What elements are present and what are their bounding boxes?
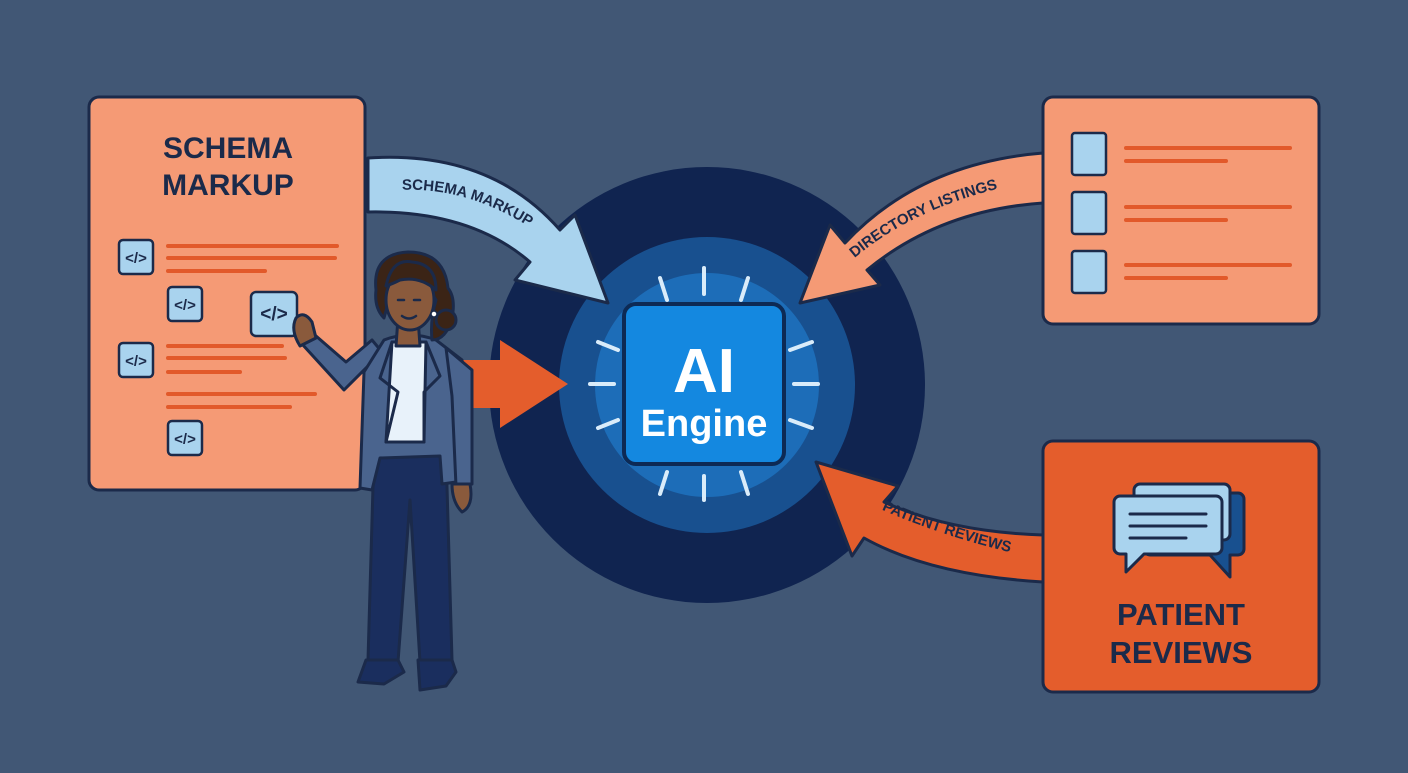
listing-lines: [1124, 146, 1292, 280]
patient-reviews-panel: PATIENT REVIEWS: [1041, 439, 1321, 694]
engine-label-line2: Engine: [641, 403, 768, 445]
engine-label-line1: AI: [673, 337, 735, 406]
listing-checkbox: [1070, 190, 1108, 236]
code-glyph: </>: [125, 353, 147, 370]
speech-bubbles-icon: [1112, 482, 1246, 579]
code-icon: </>: [166, 419, 204, 457]
code-icon: </>: [249, 290, 299, 338]
ray: [658, 470, 669, 496]
code-glyph: </>: [174, 431, 196, 448]
presenter-hand-down: [450, 482, 473, 514]
directory-listings-panel: [1041, 95, 1321, 326]
ray: [788, 418, 814, 430]
presenter-hand: [292, 313, 318, 348]
ray: [596, 340, 620, 352]
ray: [658, 276, 669, 302]
code-glyph: </>: [260, 304, 287, 325]
patient-reviews-arrow: PATIENT REVIEWS: [814, 460, 1045, 584]
presenter-shoe-right: [416, 658, 458, 692]
schema-markup-panel: SCHEMA MARKUP </> </> </> </>: [87, 95, 367, 492]
presenter-arrow: [462, 340, 568, 428]
code-icon: </>: [166, 285, 204, 323]
schema-panel-title-line1: SCHEMA: [163, 132, 293, 165]
ray: [739, 470, 750, 496]
schema-text-lines: [166, 244, 339, 409]
presenter-shoe-left: [356, 658, 406, 686]
presenter-figure: [292, 250, 474, 692]
code-glyph: </>: [174, 297, 196, 314]
schema-panel-title-line2: MARKUP: [162, 169, 294, 202]
code-icon: </>: [117, 238, 155, 276]
ai-engine-chip: AI Engine: [622, 302, 786, 466]
code-icon: </>: [117, 341, 155, 379]
engine-rays: [588, 266, 820, 502]
ray: [739, 276, 750, 302]
listing-checkbox: [1070, 131, 1108, 177]
ray: [596, 418, 620, 430]
reviews-panel-title-line1: PATIENT: [1117, 597, 1245, 632]
listing-checkbox: [1070, 249, 1108, 295]
ray: [788, 340, 814, 352]
reviews-panel-title-line2: REVIEWS: [1110, 635, 1253, 670]
presenter-shirt: [384, 340, 428, 444]
presenter-trousers: [366, 450, 454, 664]
code-glyph: </>: [125, 250, 147, 267]
